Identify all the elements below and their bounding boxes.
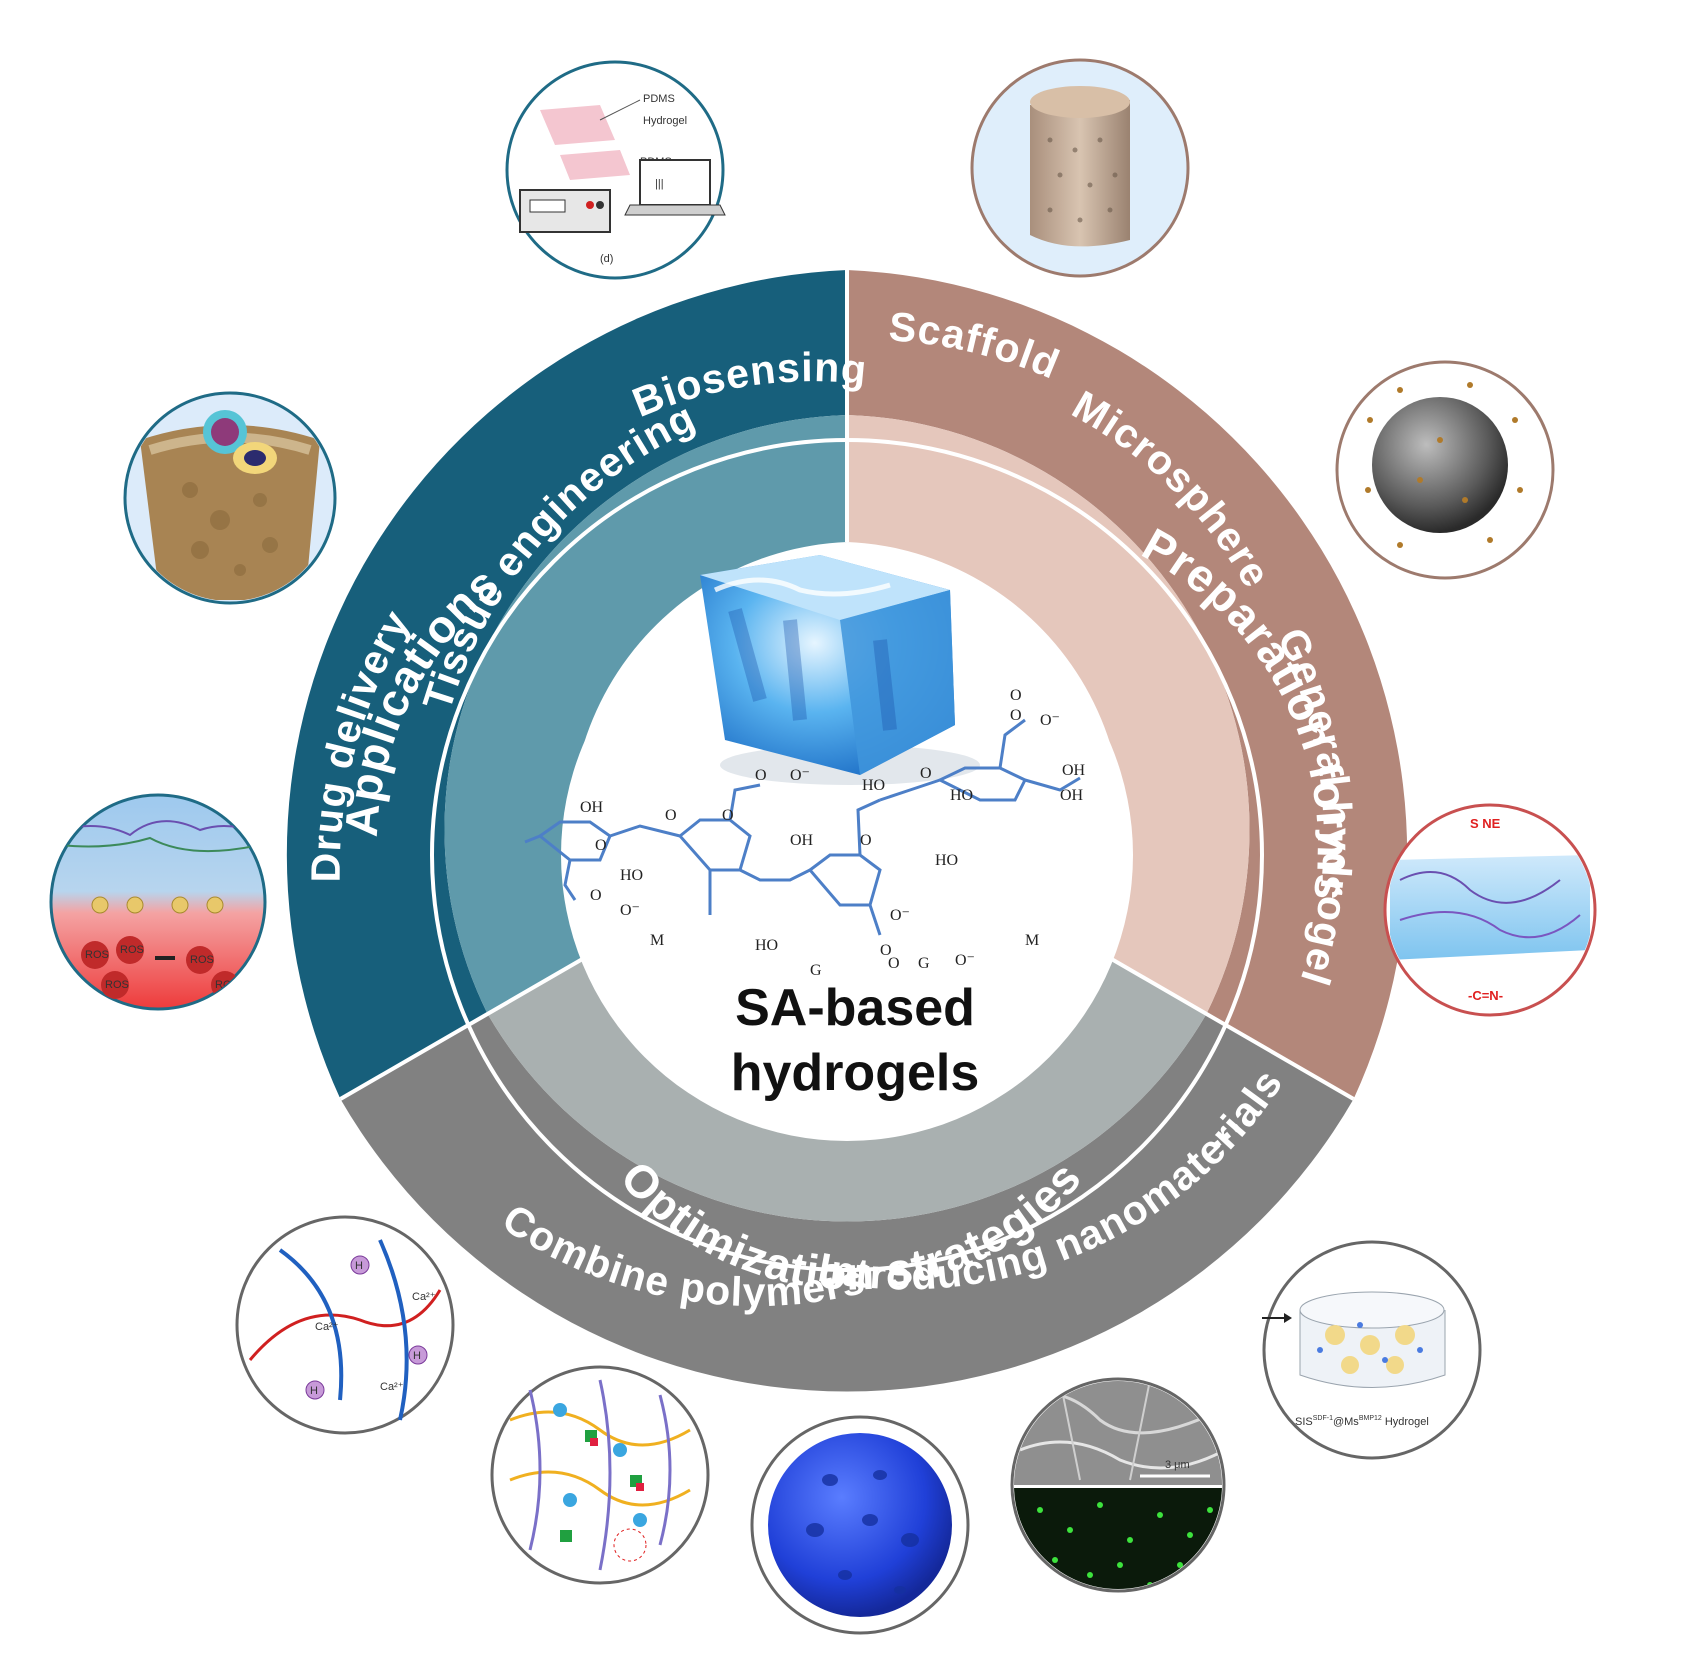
- svg-text:M: M: [650, 932, 664, 949]
- svg-text:O: O: [722, 807, 734, 824]
- inner-sector-preparation-forms: [847, 415, 1250, 1014]
- svg-text:HO: HO: [620, 867, 643, 884]
- hydrogel-cube: [700, 555, 980, 785]
- svg-text:G: G: [810, 962, 822, 979]
- sis-caption: SISSDF-1@MsBMP12 Hydrogel: [1295, 1415, 1429, 1428]
- svg-text:H: H: [355, 1260, 363, 1272]
- thumbnail-crosslinked-network: [490, 1365, 710, 1585]
- svg-text:H: H: [413, 1350, 421, 1362]
- alginate-labels: OH O O HO O OH O HO HO O OH OH O O O HO …: [580, 687, 1086, 979]
- inner-sector-optimization: [487, 950, 1207, 1222]
- outer-sector-applications: [286, 270, 847, 1099]
- svg-text:HO: HO: [755, 937, 778, 954]
- svg-text:ROS: ROS: [120, 944, 144, 956]
- svg-text:(d): (d): [600, 253, 613, 265]
- svg-text:OH: OH: [1060, 787, 1084, 804]
- svg-text:Ca²⁺: Ca²⁺: [315, 1321, 339, 1333]
- svg-text:ROS: ROS: [190, 954, 214, 966]
- svg-text:O: O: [888, 955, 900, 972]
- svg-text:S NE: S NE: [1470, 816, 1501, 831]
- svg-text:O⁻: O⁻: [890, 907, 910, 924]
- svg-text:Ca²⁺: Ca²⁺: [380, 1381, 404, 1393]
- ring-separators: [339, 270, 1355, 1272]
- outer-sector-preparation-forms: [847, 270, 1408, 1099]
- outer-ring: [286, 270, 1408, 1392]
- svg-text:O: O: [590, 887, 602, 904]
- svg-text:Ca²⁺: Ca²⁺: [412, 1291, 436, 1303]
- svg-text:HO: HO: [935, 852, 958, 869]
- svg-text:HO: HO: [862, 777, 885, 794]
- svg-text:M: M: [1025, 932, 1039, 949]
- svg-text:ROS: ROS: [85, 949, 109, 961]
- inner-sector-applications: [444, 415, 847, 1014]
- svg-text:O: O: [665, 807, 677, 824]
- svg-text:|||: |||: [655, 178, 664, 190]
- svg-text:Hydrogel: Hydrogel: [643, 115, 687, 127]
- inner-ring: [444, 415, 1250, 1222]
- thumbnail-scaffold: [970, 58, 1190, 278]
- svg-text:O⁻: O⁻: [1040, 712, 1060, 729]
- svg-text:O: O: [755, 767, 767, 784]
- svg-text:O: O: [1010, 687, 1022, 704]
- svg-text:O: O: [920, 765, 932, 782]
- svg-text:O: O: [860, 832, 872, 849]
- svg-text:-C=N-: -C=N-: [1468, 988, 1503, 1003]
- thumbnail-biosensor: PDMS Hydrogel PDMS ||| (d): [505, 60, 726, 280]
- svg-text:HO: HO: [950, 787, 973, 804]
- svg-text:H: H: [310, 1385, 318, 1397]
- outer-sector-optimization: [340, 1014, 1354, 1392]
- svg-text:OH: OH: [580, 799, 604, 816]
- thumbnail-general-hydrogel: -C=N- S NE: [1383, 803, 1597, 1017]
- svg-text:O: O: [880, 942, 892, 959]
- thumbnail-combine-polymers: H H H Ca²⁺ Ca²⁺ Ca²⁺: [235, 1215, 455, 1435]
- svg-text:O: O: [1010, 707, 1022, 724]
- svg-text:G: G: [918, 955, 930, 972]
- thumbnail-microsphere: [1335, 360, 1555, 580]
- thumbnail-drug-delivery: ROS ROS ROS ROS ROS: [49, 793, 267, 1011]
- svg-text:O⁻: O⁻: [790, 767, 810, 784]
- svg-text:OH: OH: [790, 832, 814, 849]
- center-title-line1: SA-based: [735, 979, 975, 1037]
- alginate-structure: [524, 718, 1081, 936]
- thumbnail-tissue-engineering: [123, 391, 337, 605]
- svg-text:OH: OH: [1062, 762, 1086, 779]
- svg-text:O⁻: O⁻: [955, 952, 975, 969]
- svg-text:O⁻: O⁻: [620, 902, 640, 919]
- thumbnail-sis-hydrogel: SISSDF-1@MsBMP12 Hydrogel: [1262, 1240, 1482, 1460]
- svg-text:O: O: [595, 837, 607, 854]
- thumbnail-porous-sphere: [750, 1415, 970, 1635]
- svg-text:ROS: ROS: [105, 979, 129, 991]
- center-title-line2: hydrogels: [731, 1044, 980, 1102]
- svg-text:3 μm: 3 μm: [1165, 1459, 1190, 1471]
- svg-text:PDMS: PDMS: [643, 93, 675, 105]
